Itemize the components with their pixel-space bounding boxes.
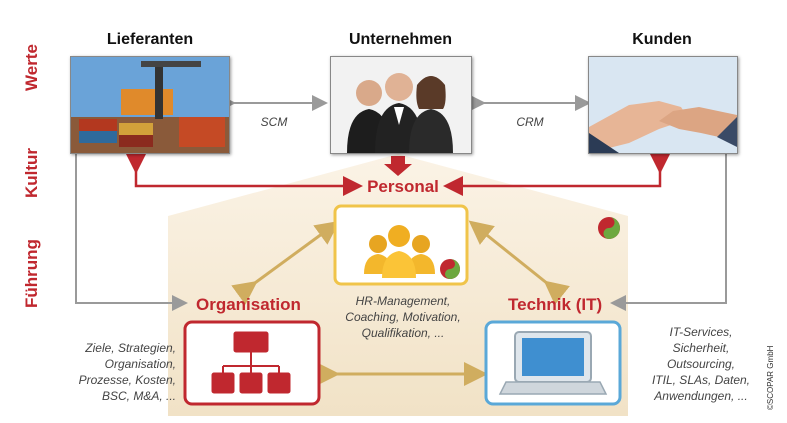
hr-text: HR-Management, Coaching, Motivation, Qua… xyxy=(330,293,476,341)
diagram-graphics xyxy=(75,95,727,416)
technik-line: IT-Services, xyxy=(669,325,733,339)
left-loop-arrow xyxy=(75,154,188,311)
lieferanten-photo xyxy=(70,56,230,154)
technik-text: IT-Services, Sicherheit, Outsourcing, IT… xyxy=(638,324,764,404)
organisation-line: Ziele, Strategien, xyxy=(85,341,176,355)
fuehrung-label: Führung xyxy=(22,239,41,308)
scm-label: SCM xyxy=(260,115,288,129)
copyright: ©SCOPAR GmbH xyxy=(766,345,775,410)
werte-label: Werte xyxy=(22,44,41,91)
yin-yang-icon-small xyxy=(440,259,460,279)
gold-right-arrow xyxy=(468,220,570,305)
kunden-photo xyxy=(588,56,738,154)
crm-label: CRM xyxy=(516,115,544,129)
right-loop-arrow xyxy=(610,154,727,311)
unternehmen-title: Unternehmen xyxy=(348,31,453,48)
red-right-arrow xyxy=(443,154,670,196)
gold-left-arrow xyxy=(231,220,340,305)
technik-line: Sicherheit, xyxy=(672,341,730,355)
technik-line: Anwendungen, ... xyxy=(654,389,748,403)
personal-title: Personal xyxy=(367,177,439,196)
red-down-arrow xyxy=(384,156,412,176)
organisation-text: Ziele, Strategien, Organisation, Prozess… xyxy=(26,340,176,404)
technik-line: Outsourcing, xyxy=(666,357,736,371)
hr-line: Coaching, Motivation, xyxy=(345,310,461,324)
red-left-arrow xyxy=(126,154,363,196)
people-icon xyxy=(364,225,435,278)
diagram-canvas: Werte Kultur Führung Lieferanten Unterne… xyxy=(8,6,778,416)
unternehmen-photo xyxy=(330,56,472,154)
hr-line: Qualifikation, ... xyxy=(361,326,445,340)
organisation-line: Prozesse, Kosten, xyxy=(78,373,176,387)
hr-line: HR-Management, xyxy=(355,294,451,308)
technik-title: Technik (IT) xyxy=(508,295,603,314)
technik-line: ITIL, SLAs, Daten, xyxy=(651,373,751,387)
kunden-title: Kunden xyxy=(632,31,692,48)
organisation-line: Organisation, xyxy=(104,357,176,371)
organisation-title: Organisation xyxy=(196,295,301,314)
lieferanten-title: Lieferanten xyxy=(106,31,194,48)
kultur-label: Kultur xyxy=(22,147,41,198)
yin-yang-icon xyxy=(598,217,620,239)
laptop-icon xyxy=(498,331,608,395)
organisation-line: BSC, M&A, ... xyxy=(101,389,176,403)
org-chart-icon xyxy=(211,331,291,394)
